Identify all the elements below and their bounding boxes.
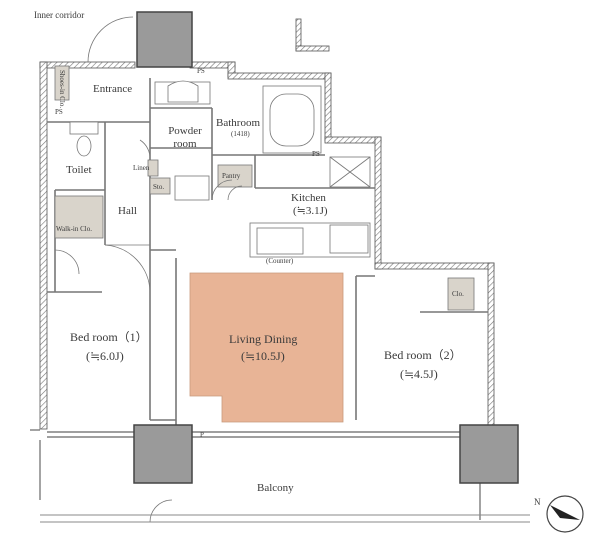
- label-closet: Clo.: [452, 290, 464, 298]
- label-bedroom2-size: (≒4.5J): [400, 367, 438, 381]
- label-bedroom1-size: (≒6.0J): [86, 349, 124, 363]
- label-ps-top: PS: [197, 67, 205, 75]
- label-bedroom1: Bed room（1）: [70, 330, 148, 344]
- door-swings: [54, 16, 243, 523]
- label-kitchen: Kitchen: [291, 192, 326, 204]
- fixtures: [54, 65, 475, 311]
- label-counter: (Counter): [266, 257, 294, 265]
- label-ps-entrance: PS: [55, 108, 63, 116]
- label-living-dining-size: (≒10.5J): [241, 349, 285, 363]
- living-dining-floor: [189, 272, 344, 423]
- outer-walls: [39, 18, 495, 430]
- label-shoes-in-closet: Shoes-in Clo.: [58, 70, 67, 109]
- label-bathroom: Bathroom: [216, 117, 260, 129]
- label-pantry: Pantry: [222, 172, 241, 180]
- label-inner-corridor: Inner corridor: [34, 10, 85, 20]
- interior-walls: [47, 78, 488, 430]
- label-north: N: [534, 497, 541, 507]
- label-bathroom-size: (1418): [231, 130, 250, 138]
- label-ps-bath: PS: [312, 150, 320, 158]
- facade-line: [30, 429, 488, 520]
- label-bedroom2: Bed room（2）: [384, 348, 462, 362]
- structural-columns: [133, 11, 519, 484]
- label-entrance: Entrance: [93, 83, 133, 95]
- north-arrow: [546, 495, 584, 533]
- label-linen: Linen: [133, 164, 150, 172]
- label-balcony: Balcony: [257, 482, 294, 494]
- label-kitchen-size: (≒3.1J): [293, 205, 328, 217]
- label-toilet: Toilet: [66, 164, 92, 176]
- label-powder-room: Powder room: [168, 125, 202, 150]
- label-storage: Sto.: [153, 183, 165, 191]
- label-walk-in-closet: Walk-in Clo.: [56, 225, 92, 233]
- label-living-dining: Living Dining: [229, 332, 298, 346]
- balcony-railing: [40, 514, 530, 523]
- label-p-mark: P: [200, 431, 204, 439]
- label-hall: Hall: [118, 205, 137, 217]
